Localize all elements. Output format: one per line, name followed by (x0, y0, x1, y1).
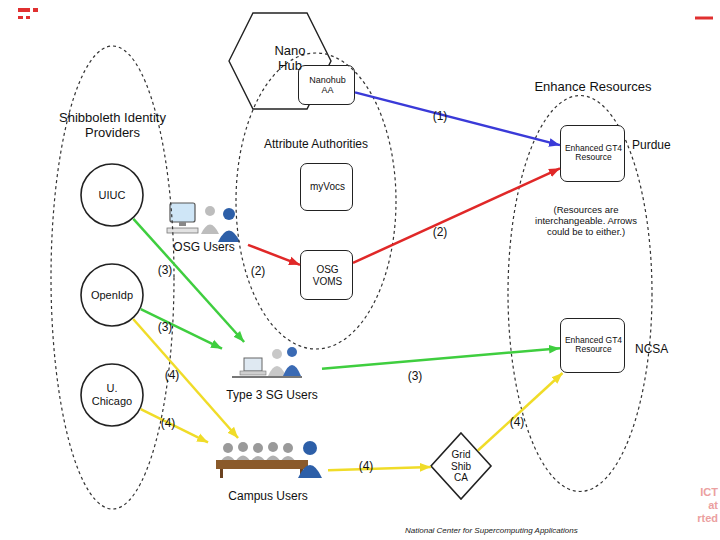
node-label: myVocs (303, 181, 353, 193)
footer-text: National Center for Supercomputing Appli… (405, 526, 578, 535)
node-label: OSG VOMS (308, 264, 348, 287)
circle-node: U. Chicago (80, 363, 144, 427)
callout-number: (1) (433, 109, 448, 123)
arrow-connector (141, 309, 222, 349)
node-label: U. Chicago (89, 382, 135, 407)
icon-node: Campus Users (208, 438, 328, 506)
callout-number: (3) (158, 263, 173, 277)
rbox-node: Enhanced GT4 ResourceNCSA (560, 318, 625, 373)
node-label: OpenIdp (82, 289, 142, 302)
callout-number: (2) (433, 225, 448, 239)
node-label: OSG Users (160, 241, 248, 255)
icon-node: Type 3 SG Users (222, 342, 322, 404)
circle-node: UIUC (80, 163, 144, 227)
node-label: UIUC (82, 189, 142, 202)
rbox-node: Enhanced GT4 ResourcePurdue (560, 125, 625, 182)
node-label: Nanohub AA (306, 75, 350, 96)
node-label: Enhanced GT4 Resource (565, 336, 623, 356)
node-label: Grid Shib CA (447, 449, 475, 484)
arrow-connector (141, 409, 208, 442)
node-label: Enhanced GT4 Resource (565, 144, 623, 164)
ellipse-node: Attribute Authorities myVocsOSG VOMS (235, 52, 397, 350)
arrow-connector (133, 319, 238, 438)
node-label: Shibboleth Identity Providers (56, 111, 169, 141)
arrow-connector (355, 92, 560, 145)
callout-number: (4) (359, 459, 374, 473)
campus-users-icon (216, 441, 322, 478)
arrow-connector (353, 168, 560, 263)
node-note: NCSA (635, 343, 679, 357)
edge-fragment-text: at (708, 499, 718, 511)
callout-number: (2) (251, 264, 266, 278)
node-label: Enhance Resources (518, 80, 668, 95)
arrow-connector (322, 348, 560, 368)
node-note: Purdue (632, 139, 684, 153)
hexagon-node: Nano HubNanohub AA (228, 12, 332, 110)
callout-number: (3) (158, 320, 173, 334)
node-note: (Resources are interchangeable. Arrows c… (530, 205, 642, 238)
node-label: Campus Users (208, 490, 328, 504)
type3-users-icon (232, 347, 302, 377)
circle-node: OpenIdp (80, 263, 144, 327)
callout-number: (4) (165, 368, 180, 382)
rbox-node: Nanohub AA (298, 65, 355, 105)
callout-number: (3) (408, 369, 423, 383)
icon-node: OSG Users (160, 198, 248, 258)
ellipse-node: Enhance Resources(Resources are intercha… (500, 78, 660, 492)
rbox-node: OSG VOMS (300, 250, 353, 300)
arrow-connector (478, 373, 563, 451)
arrow-connector (133, 219, 244, 342)
callout-number: (4) (161, 416, 176, 430)
ellipse-node: Shibboleth Identity ProvidersUIUC OpenIdp… (50, 45, 175, 510)
edge-fragment-text: ICT (700, 486, 718, 498)
arrow-connector (248, 245, 300, 265)
node-label: Attribute Authorities (246, 138, 386, 152)
node-label: Type 3 SG Users (222, 389, 322, 403)
diamond-node: Grid Shib CA (430, 432, 492, 500)
callout-number: (4) (510, 415, 525, 429)
arrow-connector (328, 467, 431, 470)
node-label: Nano Hub (266, 44, 314, 74)
osg-users-icon (167, 203, 240, 242)
edge-fragment-text: rted (697, 512, 718, 524)
rbox-node: myVocs (300, 163, 353, 211)
slide-decoration (18, 8, 713, 19)
